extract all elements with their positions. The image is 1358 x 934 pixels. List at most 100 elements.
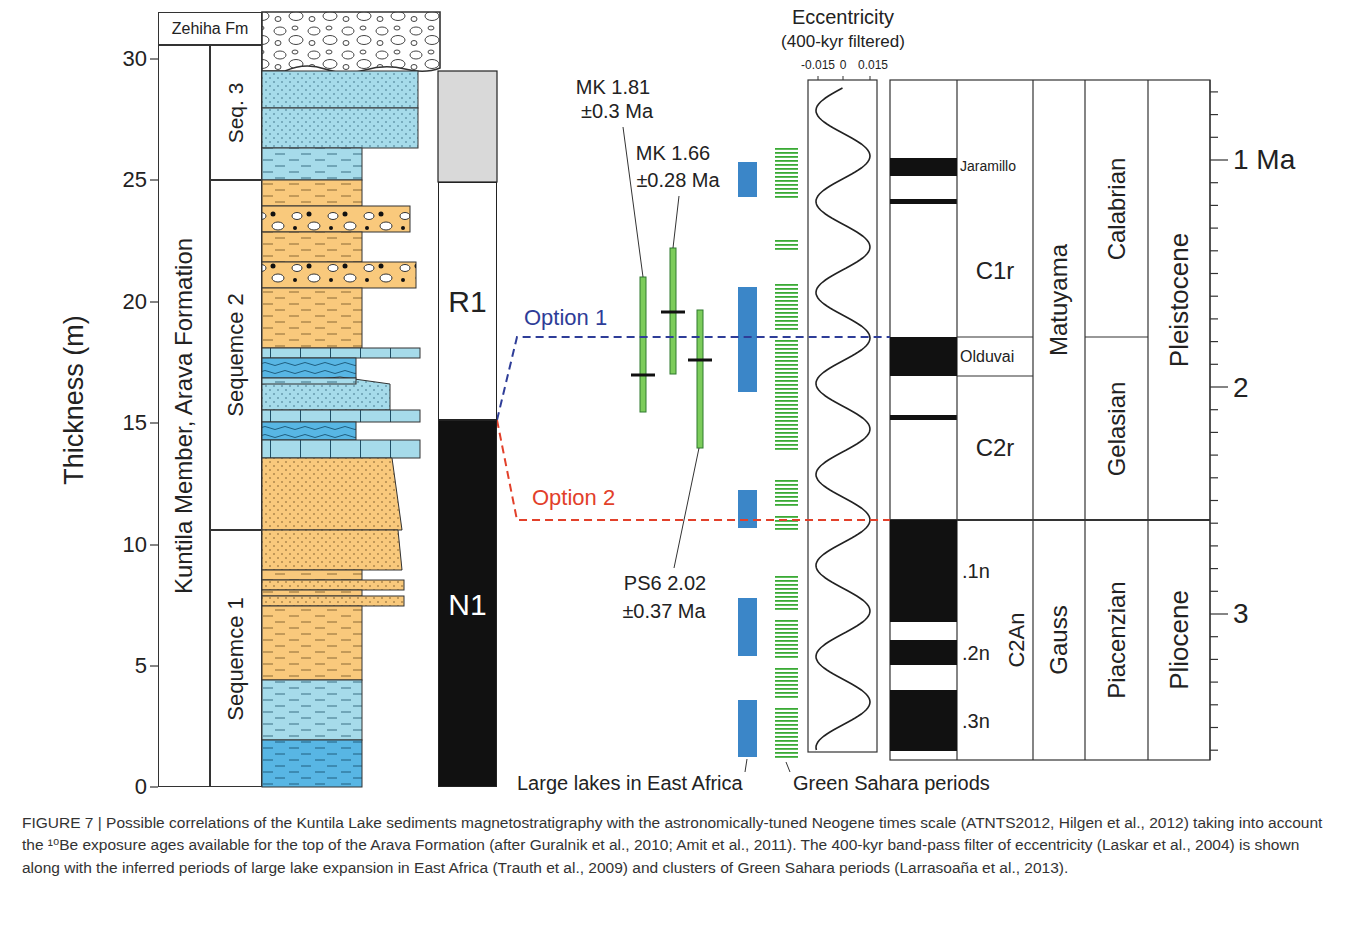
sand-layer bbox=[262, 377, 390, 410]
leader-line bbox=[745, 759, 747, 772]
axis-tick bbox=[1210, 568, 1218, 569]
conglomerate-layer bbox=[262, 206, 410, 232]
sahara-cluster bbox=[775, 240, 798, 252]
normal-polarity-band bbox=[890, 415, 957, 420]
node-label: Sequemce 1 bbox=[224, 597, 248, 721]
axis-tick bbox=[1210, 318, 1218, 319]
option-connector bbox=[497, 420, 890, 520]
mud-layer bbox=[262, 740, 362, 787]
annotation-label: Large lakes in East Africa bbox=[517, 772, 743, 795]
subchron-band: Jaramillo bbox=[890, 158, 1033, 176]
leader-line bbox=[673, 196, 679, 248]
axis-tick bbox=[1210, 432, 1218, 433]
node-label: Matuyama bbox=[1046, 244, 1072, 356]
axis-tick bbox=[1210, 455, 1218, 456]
sequence-box: Seq. 3 bbox=[210, 45, 262, 180]
lithology-column bbox=[262, 12, 440, 787]
polarity-epoch-cell: Matuyama bbox=[1033, 80, 1085, 520]
grid-line bbox=[1084, 80, 1085, 760]
mud-layer bbox=[262, 570, 362, 580]
age-mark bbox=[661, 311, 685, 314]
grid-line bbox=[1032, 80, 1033, 760]
annotation-label: 30 bbox=[123, 46, 147, 71]
lake-period bbox=[738, 287, 757, 392]
normal-polarity-zone: N1 bbox=[438, 420, 497, 787]
node-label: C1r bbox=[976, 258, 1015, 284]
node-label: C2r bbox=[976, 435, 1015, 461]
limestone-layer bbox=[262, 440, 420, 458]
node-label: Piacenzian bbox=[1103, 581, 1129, 698]
node-label: Seq. 3 bbox=[224, 82, 247, 143]
sahara-cluster bbox=[775, 148, 798, 200]
axis-tick bbox=[150, 422, 158, 423]
subchron-band: .2n bbox=[890, 640, 1000, 665]
axis-tick bbox=[1210, 477, 1218, 478]
node-label: Pleistocene bbox=[1165, 233, 1194, 367]
annotation-label: 0 bbox=[840, 59, 847, 73]
subchron-band: .3n bbox=[890, 690, 1000, 751]
axis-tick bbox=[150, 544, 158, 545]
axis-tick bbox=[1210, 704, 1218, 705]
timescale-grid bbox=[890, 80, 1210, 760]
axis-tick bbox=[150, 786, 158, 787]
annotation-label: 2 bbox=[1233, 372, 1249, 404]
sand-layer bbox=[262, 530, 402, 570]
sequence-box: Sequemce 2 bbox=[210, 180, 262, 530]
annotation-label: Eccentricity bbox=[792, 6, 894, 29]
annotation-label: Green Sahara periods bbox=[793, 772, 990, 795]
limestone-layer bbox=[262, 410, 420, 422]
axis-tick bbox=[1210, 205, 1218, 206]
subchron-band: .1n bbox=[890, 520, 1000, 622]
node-label: Kuntila Member, Arava Formation bbox=[171, 238, 197, 594]
annotation-label: ±0.3 Ma bbox=[581, 100, 653, 123]
annotation-label: 3 bbox=[1233, 598, 1249, 630]
node-label: Pliocene bbox=[1165, 590, 1194, 690]
sahara-cluster bbox=[775, 516, 798, 532]
axis-tick bbox=[1210, 273, 1218, 274]
axis-tick bbox=[1210, 500, 1218, 501]
axis-tick bbox=[150, 58, 158, 59]
mud-layer bbox=[262, 606, 362, 680]
laminated-layer bbox=[262, 358, 356, 378]
normal-polarity-band bbox=[890, 199, 957, 204]
stage-cell: Piacenzian bbox=[1085, 520, 1148, 760]
lake-period bbox=[738, 598, 757, 656]
lake-period bbox=[738, 162, 757, 197]
leader-line bbox=[786, 762, 790, 772]
eccentricity-panel bbox=[808, 80, 877, 752]
node-label: Zehiha Fm bbox=[172, 20, 248, 38]
mud-layer bbox=[262, 680, 362, 740]
axis-tick bbox=[1210, 296, 1218, 297]
reverse-polarity-zone: R1 bbox=[438, 182, 497, 420]
node-label: .3n bbox=[962, 710, 990, 732]
mud-layer bbox=[262, 232, 362, 262]
axis-tick bbox=[1210, 228, 1218, 229]
annotation-label: -0.015 bbox=[801, 59, 835, 73]
axis-tick bbox=[1210, 750, 1218, 751]
axis-tick bbox=[1210, 613, 1228, 614]
large-lake-bars bbox=[738, 162, 757, 757]
epoch-cell: Pleistocene bbox=[1148, 80, 1210, 520]
axis-tick bbox=[1210, 182, 1218, 183]
mud-layer bbox=[262, 590, 362, 596]
grid-line bbox=[1147, 80, 1148, 760]
annotation-label: PS6 2.02 bbox=[624, 572, 706, 595]
conglomerate-layer bbox=[262, 12, 440, 73]
axis-tick bbox=[1210, 681, 1218, 682]
undetermined-polarity-zone bbox=[438, 71, 497, 182]
age-range-bar bbox=[697, 310, 703, 448]
sahara-cluster bbox=[775, 708, 798, 760]
axis-tick bbox=[150, 301, 158, 302]
node-label: Sequemce 2 bbox=[224, 293, 248, 417]
annotation-label: 10 bbox=[123, 532, 147, 557]
leader-line bbox=[674, 448, 699, 568]
sand-layer bbox=[262, 108, 418, 148]
axis-tick bbox=[1210, 341, 1218, 342]
annotation-label: 25 bbox=[123, 167, 147, 192]
connector-label: Option 2 bbox=[530, 485, 617, 510]
stage-cell: Calabrian bbox=[1085, 80, 1148, 337]
axis-tick bbox=[1210, 727, 1218, 728]
sand-layer bbox=[262, 580, 404, 590]
